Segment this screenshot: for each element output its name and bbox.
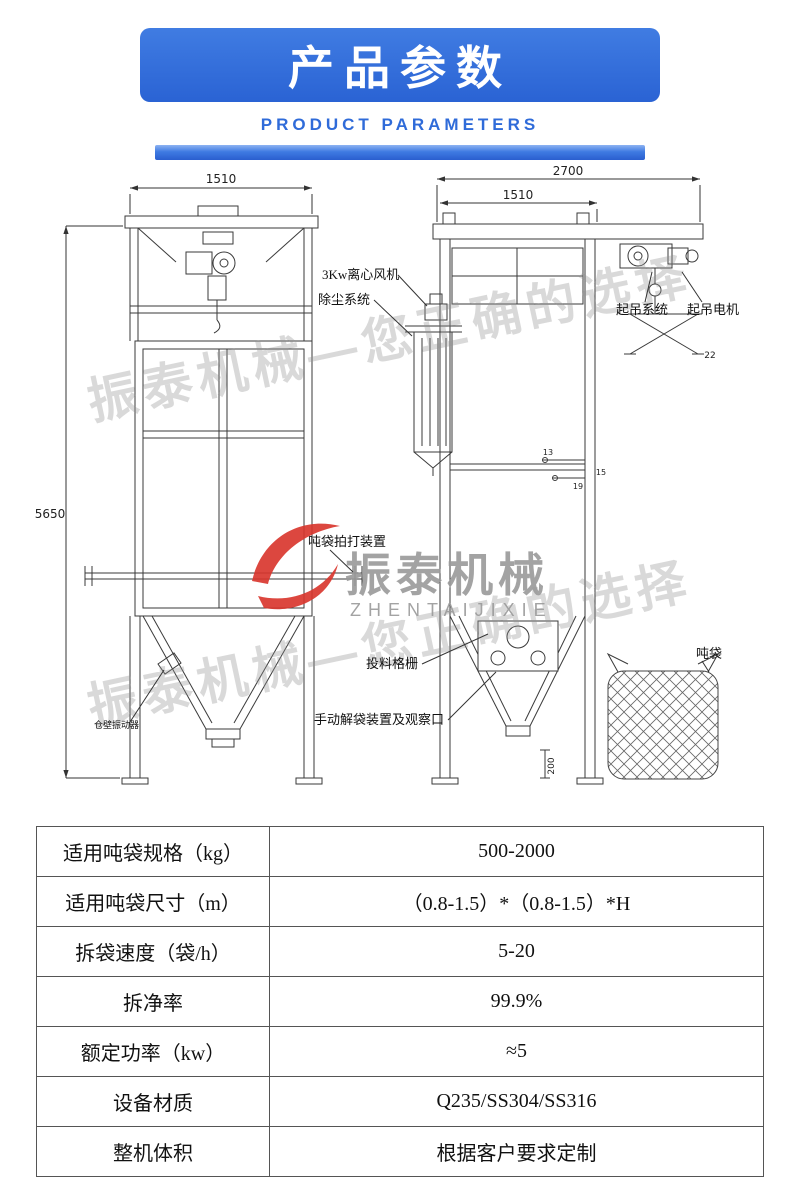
label-dust: 除尘系统: [318, 292, 370, 307]
dim-clamp-b-label: 15: [596, 468, 606, 477]
dim-clamp-a-label: 13: [543, 448, 553, 457]
brand-logo-swoosh-icon: [252, 523, 340, 610]
watermark-brand: 振泰机械: [345, 549, 549, 601]
label-grid: 投料格栅: [366, 656, 418, 671]
dim-spreader-label: 22: [704, 351, 715, 361]
spec-label: 适用吨袋尺寸（m）: [36, 876, 270, 927]
label-manual: 手动解袋装置及观察口: [314, 712, 444, 727]
divider-bar: [155, 145, 645, 160]
table-row: 额定功率（kw） ≈5: [36, 1026, 764, 1077]
label-bag: 吨袋: [696, 646, 722, 661]
spec-label: 拆净率: [36, 976, 270, 1027]
dim-left-height-label: 5650: [35, 507, 66, 521]
spec-label: 适用吨袋规格（kg）: [36, 826, 270, 877]
spec-value: 根据客户要求定制: [269, 1126, 764, 1177]
label-lift-system: 起吊系统: [616, 302, 668, 317]
label-lift-motor: 起吊电机: [687, 302, 739, 317]
technical-drawing: 1510 5650 2700 1510 22 13 15 19 200 振泰机械…: [35, 166, 739, 785]
right-machine-drawing: [405, 212, 704, 785]
spec-value: ≈5: [269, 1026, 764, 1077]
dimension-annotations: 1510 5650 2700 1510 22 13 15 19 200: [35, 166, 716, 779]
dim-clamp-c-label: 19: [573, 482, 583, 491]
table-row: 整机体积 根据客户要求定制: [36, 1126, 764, 1177]
part-labels: 3Kw离心风机 除尘系统 起吊系统 起吊电机 吨袋拍打装置 投料格栅 手动解袋装…: [94, 267, 739, 730]
spec-value: Q235/SS304/SS316: [269, 1076, 764, 1127]
spec-value: （0.8-1.5）*（0.8-1.5）*H: [269, 876, 764, 927]
label-vibrator: 仓壁振动器: [94, 719, 139, 730]
machine-linework: [84, 205, 720, 785]
table-row: 适用吨袋尺寸（m） （0.8-1.5）*（0.8-1.5）*H: [36, 876, 764, 927]
label-fan: 3Kw离心风机: [322, 267, 399, 282]
dim-right-width-label: 2700: [553, 166, 584, 178]
spec-table: 适用吨袋规格（kg） 500-2000 适用吨袋尺寸（m） （0.8-1.5）*…: [36, 826, 764, 1177]
spec-value: 5-20: [269, 926, 764, 977]
page-title-text: 产品参数: [288, 42, 512, 94]
table-row: 适用吨袋规格（kg） 500-2000: [36, 826, 764, 877]
dim-left-width-label: 1510: [206, 172, 237, 186]
page-subtitle: PRODUCT PARAMETERS: [260, 115, 540, 134]
table-row: 设备材质 Q235/SS304/SS316: [36, 1076, 764, 1127]
spec-value: 99.9%: [269, 976, 764, 1027]
label-beater: 吨袋拍打装置: [308, 534, 386, 549]
spec-label: 拆袋速度（袋/h）: [36, 926, 270, 977]
ton-bag-drawing: [606, 652, 720, 780]
spec-label: 设备材质: [36, 1076, 270, 1127]
left-machine-drawing: [84, 205, 363, 785]
dim-right-inner-width-label: 1510: [503, 188, 534, 202]
dim-outlet-label: 200: [547, 757, 557, 774]
spec-value: 500-2000: [269, 826, 764, 877]
spec-label: 额定功率（kw）: [36, 1026, 270, 1077]
watermark-brand-en: ZHENTAIJIXIE: [350, 600, 553, 620]
page-title: 产品参数: [140, 28, 660, 102]
table-row: 拆净率 99.9%: [36, 976, 764, 1027]
table-row: 拆袋速度（袋/h） 5-20: [36, 926, 764, 977]
spec-label: 整机体积: [36, 1126, 270, 1177]
